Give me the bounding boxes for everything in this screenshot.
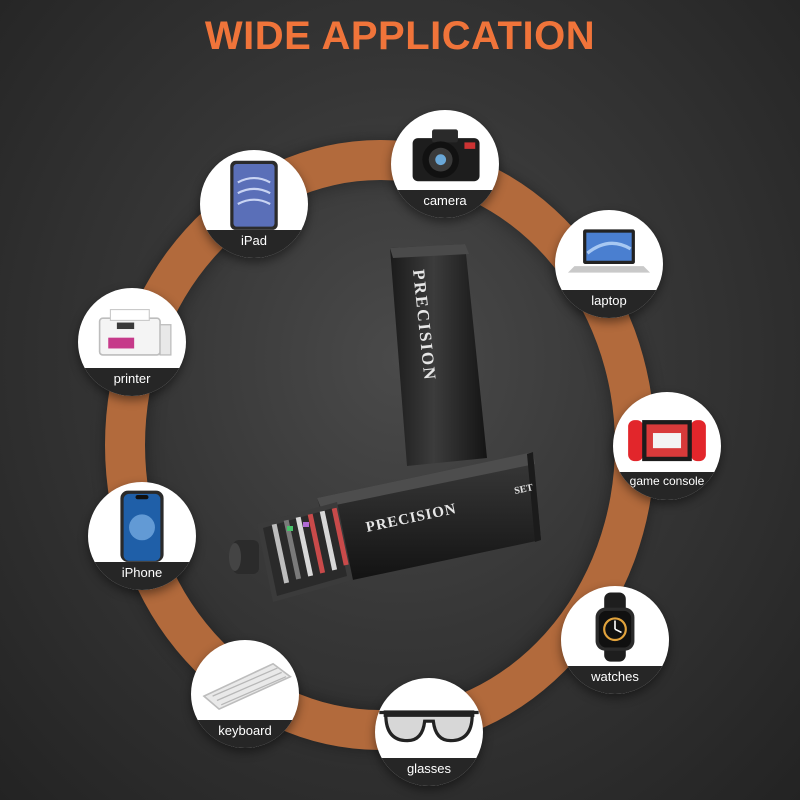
bit-tray bbox=[257, 502, 353, 602]
watch-icon bbox=[595, 592, 635, 662]
device-label: iPhone bbox=[88, 561, 196, 590]
device-ipad: iPad bbox=[200, 150, 308, 258]
iphone-icon bbox=[120, 490, 164, 562]
glasses-icon bbox=[379, 710, 479, 743]
device-label: iPad bbox=[200, 229, 308, 258]
device-iphone: iPhone bbox=[88, 482, 196, 590]
device-glasses: glasses bbox=[375, 678, 483, 786]
page-title: WIDE APPLICATION bbox=[204, 14, 596, 58]
precision-screwdriver-set: PRECISION PRECISION SET bbox=[225, 240, 565, 610]
device-label: printer bbox=[78, 367, 186, 396]
device-label: game console bbox=[613, 471, 721, 500]
tube-cap bbox=[390, 244, 487, 466]
device-label: laptop bbox=[555, 289, 663, 318]
device-label: watches bbox=[561, 665, 669, 694]
game-console-icon bbox=[628, 420, 706, 462]
device-watches: watches bbox=[561, 586, 669, 694]
device-printer: printer bbox=[78, 288, 186, 396]
device-keyboard: keyboard bbox=[191, 640, 299, 748]
device-label: keyboard bbox=[191, 719, 299, 748]
device-camera: camera bbox=[391, 110, 499, 218]
handle-knob bbox=[229, 540, 259, 574]
device-laptop: laptop bbox=[555, 210, 663, 318]
printer-icon bbox=[98, 309, 172, 356]
device-label: camera bbox=[391, 189, 499, 218]
ipad-icon bbox=[230, 160, 278, 230]
tool-case bbox=[317, 452, 541, 582]
device-game-console: game console bbox=[613, 392, 721, 500]
laptop-icon bbox=[567, 229, 651, 273]
device-label: glasses bbox=[375, 757, 483, 786]
keyboard-icon bbox=[202, 662, 292, 711]
camera-icon bbox=[412, 129, 480, 182]
case-tag: SET bbox=[513, 482, 534, 497]
